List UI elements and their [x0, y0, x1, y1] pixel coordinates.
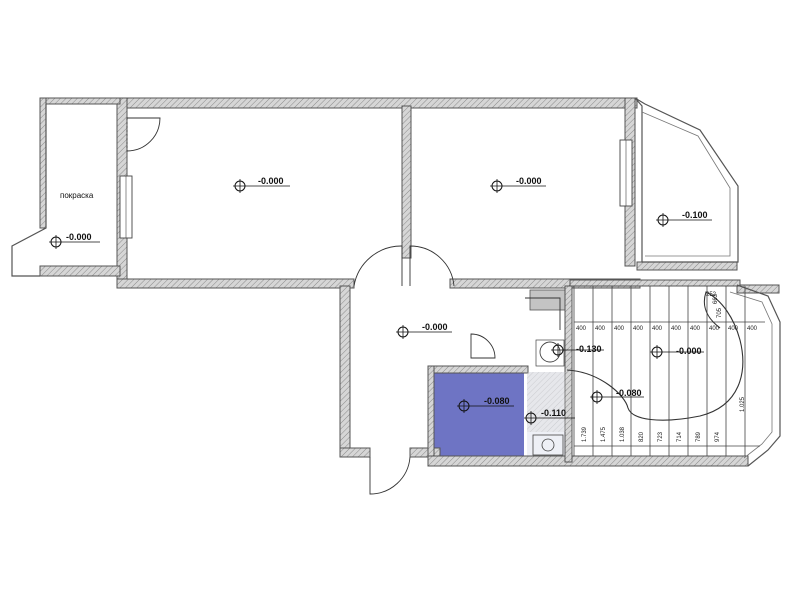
- dimensions-right: 705 663 252: [706, 292, 723, 318]
- svg-text:1.739: 1.739: [582, 426, 588, 442]
- balcony-left-label: покраска: [60, 191, 94, 200]
- svg-text:252: 252: [706, 292, 717, 298]
- level-label: -0.000: [422, 322, 448, 332]
- svg-text:400: 400: [614, 326, 625, 332]
- level-marker-room-mid: -0.000: [490, 176, 546, 193]
- level-marker-bathroom: -0.080: [457, 396, 514, 413]
- level-marker-wc: -0.110: [524, 408, 575, 425]
- level-label: -0.130: [576, 344, 602, 354]
- right-balcony-inner: [641, 111, 731, 257]
- svg-text:974: 974: [715, 431, 721, 442]
- svg-text:705: 705: [717, 307, 723, 318]
- walls: [39, 97, 780, 467]
- level-marker-balcony-right: -0.100: [656, 210, 712, 227]
- level-label: -0.000: [516, 176, 542, 186]
- svg-text:789: 789: [696, 431, 702, 442]
- doors: [126, 117, 561, 495]
- svg-text:1.025: 1.025: [740, 396, 746, 412]
- svg-text:820: 820: [639, 431, 645, 442]
- right-balcony-outline: [634, 97, 739, 263]
- svg-text:400: 400: [652, 326, 663, 332]
- level-label: -0.110: [541, 408, 566, 418]
- level-label: -0.000: [676, 346, 702, 356]
- level-label: -0.100: [682, 210, 708, 220]
- level-marker-balcony-left: -0.000: [49, 232, 100, 249]
- dimensions-bottom: 1.739 1.475 1.038 820 723 714 789 974 1.…: [582, 396, 746, 442]
- svg-text:400: 400: [709, 326, 720, 332]
- dimensions-top: 400 400 400 400 400 400 400 400 400 400: [576, 326, 758, 332]
- level-label: -0.000: [66, 232, 92, 242]
- level-marker-kitchen-niche: -0.130: [551, 343, 604, 357]
- left-balcony-outline: [11, 104, 47, 277]
- svg-text:400: 400: [690, 326, 701, 332]
- svg-text:1.038: 1.038: [620, 426, 626, 442]
- svg-text:400: 400: [595, 326, 606, 332]
- bathroom-fill: [433, 372, 524, 456]
- svg-text:400: 400: [747, 326, 758, 332]
- svg-text:714: 714: [677, 431, 683, 442]
- level-marker-kitchen: -0.000: [650, 345, 704, 359]
- svg-text:400: 400: [576, 326, 587, 332]
- level-marker-podium: -0.080: [590, 388, 644, 404]
- podium-curve: [566, 291, 744, 421]
- kitchen-bay: [736, 284, 781, 467]
- svg-text:723: 723: [658, 431, 664, 442]
- svg-text:1.475: 1.475: [601, 426, 607, 442]
- level-label: -0.000: [258, 176, 284, 186]
- svg-text:400: 400: [728, 326, 739, 332]
- kitchen-bay-inner: [729, 291, 773, 459]
- svg-text:400: 400: [633, 326, 644, 332]
- svg-text:663: 663: [713, 293, 719, 304]
- level-label: -0.080: [484, 396, 510, 406]
- level-marker-hall: -0.000: [396, 322, 452, 339]
- level-marker-room-left: -0.000: [233, 176, 290, 193]
- svg-text:400: 400: [671, 326, 682, 332]
- level-label: -0.080: [616, 388, 642, 398]
